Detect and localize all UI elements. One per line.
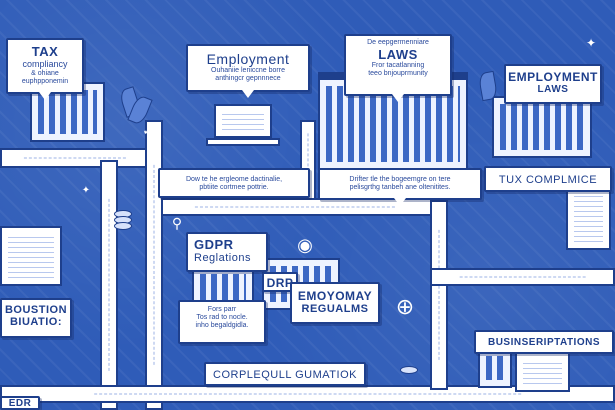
road-left-vertical: [100, 160, 118, 410]
note-left-line-2: pbtiite cortmee pottrie.: [199, 184, 269, 191]
sparkle-icon: ✦: [585, 36, 597, 50]
note-left: Dow te he ergleome dactinalie, pbtiite c…: [158, 168, 310, 198]
globe-icon: ◉: [297, 234, 313, 255]
road-center-vertical: [145, 120, 163, 410]
laptop-base: [206, 138, 280, 146]
note-gdpr-line-2: Tos rad to nocle.: [196, 314, 248, 321]
sign-laws-title: LAWS: [378, 47, 418, 62]
sign-tax-line-1: compliancy: [22, 59, 68, 69]
sign-edr-title: EDR: [8, 398, 32, 409]
sign-tax-line-3: euphpponemin: [21, 78, 69, 85]
sign-corplequll-gumatiok: CORPLEQULL GUMATIOK: [204, 362, 366, 386]
sign-employment-line-2: anthingcr gepnnnece: [215, 75, 281, 82]
sparkle-icon: ✦: [81, 184, 91, 196]
coin-icon: [114, 222, 132, 230]
laptop-screen: [214, 104, 272, 138]
document-bottom-right: [515, 352, 570, 392]
sign-tax-line-2: & ohiane: [31, 70, 59, 77]
sign-boustion-biuatio: BOUSTION BIUATIO:: [0, 298, 72, 338]
sign-gdpr-subtitle: Reglations: [194, 252, 251, 264]
sign-boustion-subtitle: BIUATIO:: [9, 316, 63, 328]
sign-tux-complmice-title: TUX COMPLMICE: [498, 174, 598, 186]
sign-edr: EDR: [0, 396, 40, 410]
sign-drp: DRP: [262, 272, 298, 292]
note-middle-line-1: Drifter tle the bogeemgre on tere: [349, 176, 451, 183]
sign-corplequll-title: CORPLEQULL GUMATIOK: [213, 369, 357, 381]
note-gdpr: Fors parr Tos rad to nocle. inho begaldg…: [178, 300, 266, 344]
note-gdpr-line-1: Fors parr: [207, 306, 237, 313]
road-bottom: [0, 385, 615, 403]
sign-gdpr-title: GDPR: [194, 237, 234, 252]
sign-employment-laws-title: EMPLOYMENT: [508, 70, 598, 84]
sign-emoyomay-regualms: EMOYOMAY REGUALMS: [290, 282, 380, 324]
sign-laws-pre: De eepgermenniare: [367, 39, 429, 46]
sign-tux-complmice: TUX COMPLMICE: [484, 166, 612, 192]
document-stack-right: [566, 188, 611, 250]
sign-laws-line-1: Fror tacatlanning: [371, 62, 425, 69]
sign-emoyomay-subtitle: REGUALMS: [301, 303, 369, 315]
document-stack-left: [0, 226, 62, 286]
note-gdpr-line-3: inho begaldgidla.: [195, 322, 249, 329]
coin-icon: [400, 366, 418, 374]
sign-emoyomay-title: EMOYOMAY: [297, 289, 373, 303]
sign-employment-laws: EMPLOYMENT LAWS: [504, 64, 602, 104]
road-right-vertical: [430, 200, 448, 390]
note-left-line-1: Dow te he ergleome dactinalie,: [185, 176, 283, 183]
sign-tax-compliancy: TAX compliancy & ohiane euphpponemin: [6, 38, 84, 100]
checkmark-icon: ✓: [142, 121, 154, 138]
sign-boustion-title: BOUSTION: [4, 304, 68, 316]
sign-drp-title: DRP: [266, 276, 294, 290]
sign-employment-title: Employment: [206, 51, 290, 67]
sign-gdpr: GDPR Reglations: [186, 232, 268, 272]
sign-businseriptations-title: BUSINSERIPTATIONS: [487, 337, 601, 348]
sign-employment-line-1: Ouhaniie leniccne borre: [211, 67, 285, 74]
compass-icon: ⊕: [395, 294, 415, 319]
road-right-horizontal: [430, 268, 615, 286]
note-middle: Drifter tle the bogeemgre on tere pelisg…: [318, 168, 482, 206]
building-employment-laws: [492, 96, 592, 158]
road-top-left: [0, 148, 150, 168]
sign-laws-line-2: teeo bnjouprmunity: [368, 70, 428, 77]
location-pin-icon: ⚲: [171, 214, 183, 231]
note-middle-line-2: pelisgrthg tanbeh ane oltenitites.: [349, 184, 451, 191]
sign-laws-bubble: De eepgermenniare LAWS Fror tacatlanning…: [344, 34, 452, 102]
sign-employment-laws-subtitle: LAWS: [537, 84, 569, 95]
building-bottom-right: [478, 348, 512, 388]
sign-employment: Employment Ouhaniie leniccne borre anthi…: [186, 44, 310, 98]
sign-businseriptations: BUSINSERIPTATIONS: [474, 330, 614, 354]
sign-tax-title: TAX: [31, 44, 59, 59]
